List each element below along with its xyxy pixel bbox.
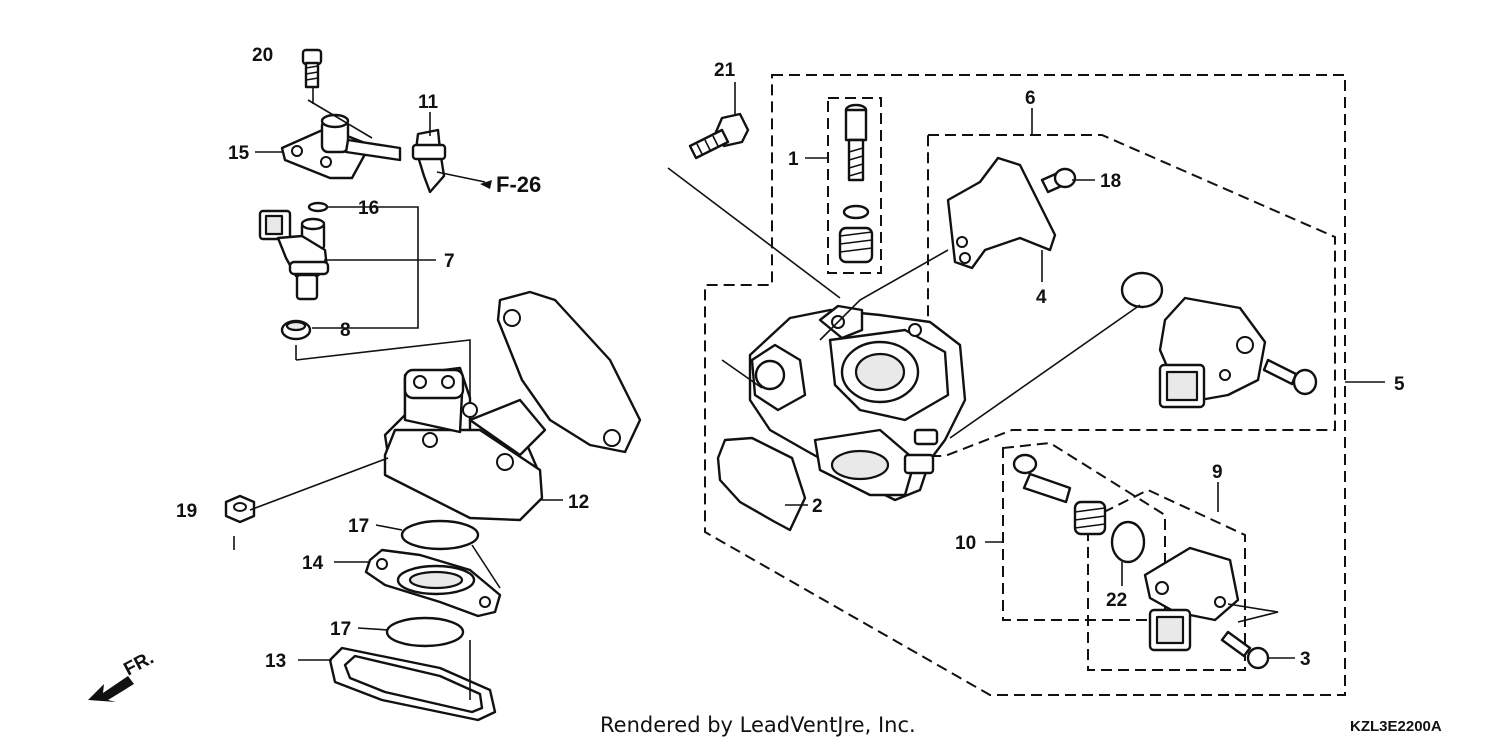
gasket-13: [328, 646, 497, 722]
nut-19: [224, 494, 256, 524]
callout-9: 9: [1212, 462, 1223, 483]
callout-22: 22: [1106, 590, 1127, 611]
bolt-20: [301, 48, 323, 89]
connector-11: [411, 128, 447, 194]
spring-10: [1073, 500, 1107, 536]
callout-4: 4: [1036, 287, 1047, 308]
assembly-10-boundary: [1002, 441, 1166, 621]
callout-19: 19: [176, 501, 197, 522]
callout-15: 15: [228, 143, 250, 164]
callout-10: 10: [955, 533, 976, 554]
callout-5: 5: [1394, 374, 1405, 395]
callout-17-upper: 17: [348, 516, 369, 537]
throttle-body: [748, 304, 967, 502]
callout-21: 21: [714, 60, 736, 81]
direction-label: FR.: [120, 648, 157, 681]
callout-14: 14: [302, 553, 324, 574]
callout-7: 7: [444, 251, 455, 272]
callout-18: 18: [1100, 171, 1121, 192]
assembly-5-boundary: [704, 74, 1346, 696]
assembly-1-boundary: [827, 97, 882, 274]
reference-arrow: [480, 180, 492, 189]
callout-16: 16: [358, 198, 379, 219]
injector-7: [258, 209, 330, 301]
callout-8: 8: [340, 320, 351, 341]
idle-screw-1: [838, 103, 874, 264]
fuel-feed-pipe-15: [280, 113, 402, 180]
callout-1: 1: [788, 149, 799, 170]
bolt-21: [688, 112, 750, 160]
gasket-14: [364, 548, 502, 618]
callout-3: 3: [1300, 649, 1311, 670]
throttle-sensor: [1158, 296, 1267, 409]
o-ring-17-upper: [400, 519, 480, 551]
callout-2: 2: [812, 496, 823, 517]
footer-credit: Rendered by LeadVentJre, Inc.: [600, 713, 916, 737]
sensor-screw: [1262, 358, 1318, 396]
callout-13: 13: [265, 651, 286, 672]
callout-11: 11: [418, 92, 439, 113]
o-ring-22: [1110, 520, 1146, 564]
o-ring-17-lower: [385, 616, 465, 648]
valve-9: [1143, 546, 1240, 652]
o-ring-sensor: [1120, 271, 1164, 309]
o-ring-16: [307, 201, 329, 213]
insulator-12: [383, 290, 642, 522]
leader-lines: [233, 82, 1385, 700]
front-direction-arrow: [88, 676, 134, 702]
callout-20: 20: [252, 45, 273, 66]
bracket-4: [946, 156, 1057, 270]
assembly-9-boundary: [1087, 488, 1246, 671]
seal-8: [280, 319, 312, 341]
callout-17-lower: 17: [330, 619, 351, 640]
screw-18: [1040, 167, 1077, 194]
reference-label: F-26: [496, 172, 541, 197]
callout-12: 12: [568, 492, 589, 513]
bolt-10: [1012, 453, 1072, 504]
gasket-2: [716, 436, 807, 532]
diagram-code: KZL3E2200A: [1350, 718, 1442, 735]
callout-6: 6: [1025, 88, 1036, 109]
